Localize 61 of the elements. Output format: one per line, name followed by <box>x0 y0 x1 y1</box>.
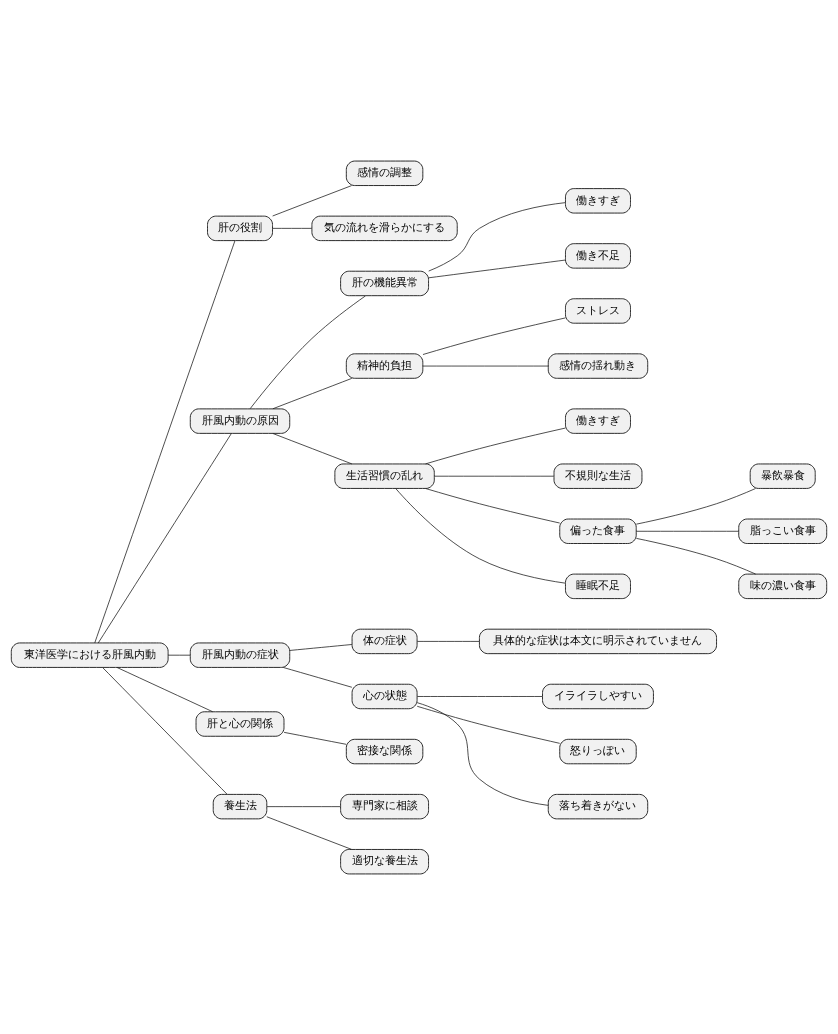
connector <box>428 259 566 278</box>
node-box: 肝の役割 <box>207 215 273 241</box>
node-box: 肝風内動の原因 <box>189 407 291 434</box>
node-box: ストレス <box>565 297 631 324</box>
connector <box>422 365 549 366</box>
node-box: 脂っこい食事 <box>738 518 828 544</box>
node-box: 働きすぎ <box>565 187 631 214</box>
node-box: 暴飲暴食 <box>749 463 816 489</box>
node-box: 生活習慣の乱れ <box>334 463 435 489</box>
connector <box>635 487 756 525</box>
connector <box>416 701 549 806</box>
connector <box>272 227 313 229</box>
node-box: 感情の揺れ動き <box>547 352 649 379</box>
node-box: 気の流れを滑らかにする <box>311 215 458 241</box>
connector <box>635 530 740 532</box>
node-box: 偏った食事 <box>559 518 637 544</box>
node-box: 働き不足 <box>565 242 631 269</box>
node-box: 肝風内動の症状 <box>189 642 291 668</box>
connector <box>272 184 352 216</box>
node-box: 具体的な症状は本文に明示されていません <box>478 628 717 654</box>
node-box: 味の濃い食事 <box>738 573 828 599</box>
connector <box>116 666 213 712</box>
connector <box>395 487 566 584</box>
connector <box>249 294 366 409</box>
connector <box>416 640 480 642</box>
connector <box>102 666 228 795</box>
connector <box>416 695 543 697</box>
node-box: 感情の調整 <box>345 160 424 186</box>
connector <box>635 537 756 574</box>
node-box: 働きすぎ <box>565 407 631 434</box>
connector <box>416 705 561 744</box>
connector <box>167 654 191 656</box>
connector <box>434 475 555 477</box>
connector <box>425 427 566 464</box>
node-box: 睡眠不足 <box>565 573 631 599</box>
node-box: 不規則な生活 <box>553 463 643 489</box>
connector <box>282 666 353 688</box>
node-box: 肝の機能異常 <box>340 270 429 296</box>
connector <box>428 201 566 271</box>
node-box: 怒りっぽい <box>559 738 637 764</box>
connector <box>272 432 353 464</box>
connector <box>272 377 353 409</box>
node-box: 東洋医学における肝風内動 <box>10 642 169 668</box>
connector <box>266 815 352 850</box>
connector <box>94 239 236 643</box>
node-box: 養生法 <box>212 793 268 819</box>
connector <box>97 432 232 643</box>
node-box: 精神的負担 <box>345 352 424 379</box>
node-box: 落ち着きがない <box>547 793 649 819</box>
node-box: 肝と心の関係 <box>195 710 285 737</box>
connector <box>266 805 341 807</box>
connector <box>422 317 566 355</box>
node-box: 体の症状 <box>351 628 418 654</box>
node-box: 専門家に相談 <box>340 793 429 819</box>
node-box: 適切な養生法 <box>340 848 429 874</box>
node-box: 密接な関係 <box>345 738 424 764</box>
node-box: イライラしやすい <box>542 683 654 709</box>
connector <box>289 643 353 651</box>
node-box: 心の状態 <box>351 683 418 709</box>
connector <box>425 487 561 523</box>
connector <box>283 731 347 745</box>
